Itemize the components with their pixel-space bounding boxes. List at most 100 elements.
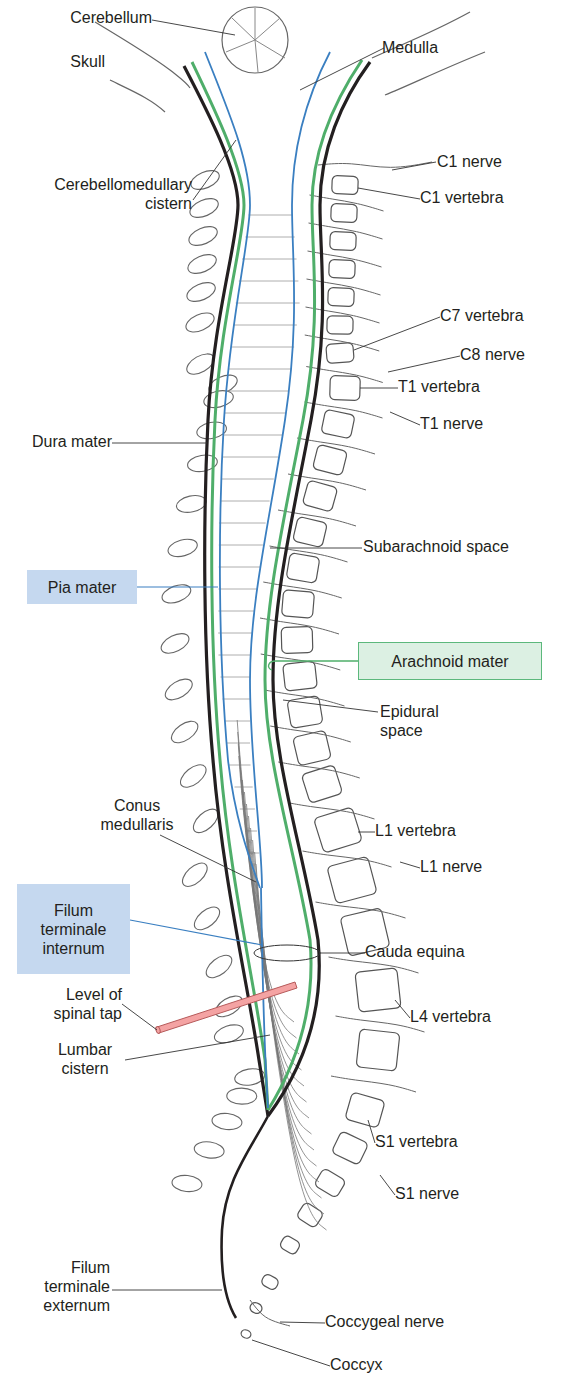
spinal-nerve <box>318 162 432 167</box>
spinous-process <box>193 1140 225 1160</box>
spinous-process <box>227 1088 257 1104</box>
cord-segment-line <box>245 237 294 238</box>
spinous-process <box>175 493 208 515</box>
spinous-process <box>186 223 220 249</box>
spinous-process <box>166 536 199 559</box>
spinous-process <box>184 279 218 305</box>
part-label: Dura mater <box>22 432 112 451</box>
cord-segment-line <box>234 325 297 326</box>
part-label: Coccyx <box>330 1355 410 1374</box>
vertebral-body <box>355 968 401 1012</box>
cauda-equina-fiber <box>239 756 302 1070</box>
part-label: S1 vertebra <box>375 1132 475 1151</box>
spinal-nerve <box>331 1076 416 1092</box>
dura-mater <box>184 66 268 1116</box>
part-label: C1 vertebra <box>420 188 520 207</box>
cord-segment-line <box>234 787 252 788</box>
part-label: Conus medullaris <box>92 796 182 834</box>
part-label: L1 vertebra <box>375 821 475 840</box>
skull-outline <box>110 80 165 112</box>
part-label: Cerebellum <box>62 8 152 27</box>
part-label: C7 vertebra <box>440 306 540 325</box>
spinal-nerve <box>270 726 351 742</box>
spinal-nerve <box>265 690 345 706</box>
spinous-process <box>158 630 192 658</box>
vertebral-body <box>329 260 356 279</box>
vertebral-body <box>345 1092 385 1128</box>
spinal-nerve <box>305 402 383 418</box>
part-label: Cauda equina <box>365 942 495 961</box>
vertebral-body <box>281 590 314 618</box>
label-box: Arachnoid mater <box>358 642 542 680</box>
vertebral-body <box>312 444 347 476</box>
skull-outline <box>372 12 470 58</box>
part-label: Cerebellomedullary cistern <box>32 175 192 213</box>
label-box: Pia mater <box>27 570 137 604</box>
spinous-process <box>211 1112 242 1131</box>
cord-segment-line <box>229 369 291 370</box>
vertebral-body <box>281 627 313 654</box>
cord-segment-line <box>218 611 255 612</box>
arachnoid-mater <box>192 62 268 1110</box>
vertebral-body <box>314 1168 347 1199</box>
vertebral-body <box>286 553 320 584</box>
part-label: L4 vertebra <box>410 1007 510 1026</box>
vertebral-body <box>301 765 342 804</box>
vertebral-body <box>287 696 323 729</box>
spinous-process <box>185 251 219 277</box>
part-label: T1 nerve <box>420 414 510 433</box>
spinal-needle-cap <box>155 1026 161 1034</box>
cord-segment-line <box>242 259 297 260</box>
spinal-nerve <box>305 335 380 351</box>
vertebral-body <box>331 204 358 223</box>
spinous-process <box>183 309 217 336</box>
vertebral-body <box>332 176 359 195</box>
cord-segment-line <box>223 435 282 436</box>
part-label: Lumbar cistern <box>45 1040 125 1078</box>
vertebral-body <box>328 288 355 307</box>
part-label: S1 nerve <box>395 1184 485 1203</box>
label-box: Filum terminale internum <box>17 884 130 974</box>
spinous-process <box>178 859 211 891</box>
spinous-process <box>187 195 221 221</box>
cord-segment-line <box>239 281 299 282</box>
box-text: Pia mater <box>48 578 116 597</box>
part-label: C8 nerve <box>460 345 550 364</box>
spinous-process <box>190 903 223 935</box>
spinal-needle <box>157 982 297 1033</box>
part-label: L1 nerve <box>420 857 510 876</box>
cord-segment-line <box>231 347 294 348</box>
vertebral-body <box>330 376 361 401</box>
cerebellum <box>222 7 288 73</box>
spinal-nerve <box>308 251 382 267</box>
spinous-process <box>168 717 202 747</box>
box-text: Arachnoid mater <box>391 652 508 671</box>
cerebellum-folia <box>226 8 285 72</box>
vertebral-body <box>326 342 354 363</box>
filum-terminale-externum <box>222 1116 268 1318</box>
box-text: Filum terminale internum <box>25 901 122 958</box>
part-label: Epidural space <box>380 702 460 740</box>
spinous-process <box>177 760 210 791</box>
part-label: Medulla <box>382 38 462 57</box>
part-label: C1 nerve <box>437 152 527 171</box>
cord-segment-line <box>219 567 261 568</box>
cord-segment-line <box>220 677 250 678</box>
spinous-process <box>188 167 222 193</box>
vertebral-body <box>293 516 328 547</box>
cauda-equina-fiber <box>238 744 299 1054</box>
cord-segment-line <box>218 633 252 634</box>
cord-segment-line <box>240 809 255 810</box>
spinal-nerve <box>306 307 380 323</box>
vertebral-body <box>330 232 357 251</box>
skull-outline <box>385 52 485 95</box>
leader-line <box>112 20 460 1366</box>
arachnoid-leader <box>269 661 358 670</box>
part-label: Level of spinal tap <box>40 985 122 1023</box>
vertebral-body <box>327 316 353 334</box>
spinal-nerve <box>290 803 375 819</box>
cord-segment-line <box>219 545 263 546</box>
skull-outline <box>95 22 190 88</box>
spinal-nerve <box>316 902 406 918</box>
